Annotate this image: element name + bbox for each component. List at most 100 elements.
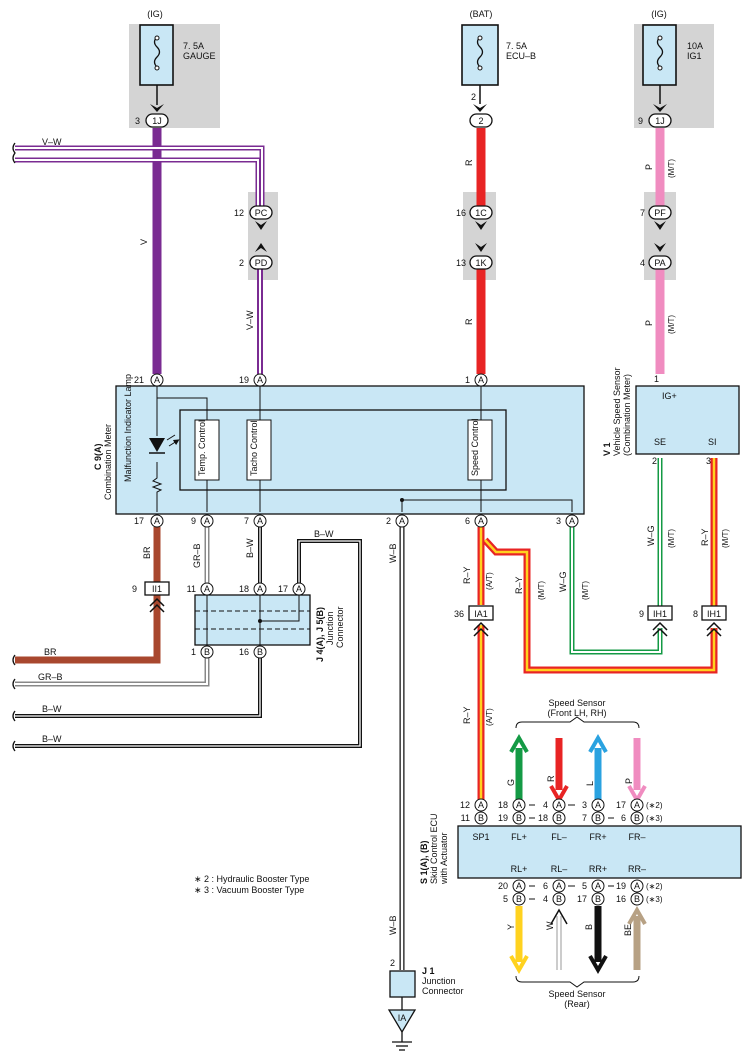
wire-label-ry-lower-at: (A/T): [485, 708, 494, 726]
wire-label-left-grb: GR–B: [38, 672, 63, 682]
fuse-ig1-source: (IG): [651, 9, 667, 19]
j1-body: [389, 970, 416, 998]
pin-letter: B: [556, 813, 562, 823]
ecu-terminal: RL–: [551, 864, 568, 874]
pin-number: 9: [638, 116, 643, 126]
pin-letter: A: [399, 516, 405, 526]
front-sensor-title: Speed Sensor: [548, 698, 605, 708]
wire-label-r-mid: R: [464, 318, 474, 325]
connector-label: 1K: [475, 258, 486, 268]
connector-ih1-b: 8 IH1: [693, 605, 727, 637]
pin-letter: A: [478, 800, 484, 810]
fuse-gauge-source: (IG): [147, 9, 163, 19]
ecu-terminal: FR+: [589, 832, 606, 842]
fuse-icon: [153, 36, 161, 68]
rear-speed-sensors: Y W B BE Speed Sensor (Rear): [506, 905, 647, 1009]
pin-number: 3: [135, 116, 140, 126]
wire-label-wb-lower: W–B: [388, 915, 398, 935]
fuse-ig1-body: [642, 24, 677, 86]
wire-br-left: [15, 595, 161, 664]
pin-letter: A: [634, 800, 640, 810]
ecu-terminal: RR–: [628, 864, 646, 874]
connector-label: PC: [255, 208, 268, 218]
connector-label: 1C: [475, 208, 487, 218]
speed-control: Speed Control: [470, 418, 480, 476]
pin-number: 11: [461, 813, 470, 823]
pin-number: 2: [386, 516, 391, 526]
ecu-terminal: RR+: [589, 864, 607, 874]
pin-letter: A: [478, 516, 484, 526]
pin-letter: A: [516, 881, 522, 891]
wire-label: BE: [623, 924, 633, 936]
wire-break-marks: [12, 142, 16, 752]
pin-number: 16: [239, 647, 249, 657]
pin-letter: A: [154, 375, 160, 385]
connector-label: 1J: [655, 116, 665, 126]
mil-label: Malfunction Indicator Lamp: [123, 374, 133, 482]
connector-pf: 7 PF: [640, 205, 672, 252]
fuse-icon: [656, 36, 664, 68]
vss-pin-si: 3: [706, 456, 711, 466]
vss-ig: IG+: [662, 391, 677, 401]
pin-number: 18: [538, 813, 548, 823]
ecu-terminal: FR–: [628, 832, 645, 842]
vss-se: SE: [654, 437, 666, 447]
wire-label-v: V: [139, 239, 149, 245]
pin-letter: A: [595, 800, 601, 810]
pin-number: 4: [543, 800, 548, 810]
pin-letter: A: [569, 516, 575, 526]
pin-letter: A: [204, 516, 210, 526]
connector-label: PA: [654, 258, 665, 268]
connector-pd: 2 PD: [239, 255, 273, 270]
pin-number: 9: [132, 584, 137, 594]
pin-number: 17: [134, 516, 144, 526]
note-vacuum: ∗ 3 : Vacuum Booster Type: [194, 885, 304, 895]
pin-letter: A: [556, 800, 562, 810]
ecu-name1: Skid Control ECU: [429, 813, 439, 884]
vss-name: Vehicle Speed Sensor: [612, 367, 622, 456]
vehicle-speed-sensor: V 1 Vehicle Speed Sensor (Combination Me…: [602, 367, 740, 466]
wire-label-p-top-mt: (M/T): [667, 159, 676, 178]
j1-name2: Connector: [422, 986, 464, 996]
j1-name1: Junction: [422, 976, 456, 986]
junction-connector-name2: Connector: [335, 606, 345, 648]
pin-letter: A: [478, 375, 484, 385]
wire-label: R: [546, 775, 556, 782]
ecu-terminal: FL–: [551, 832, 567, 842]
connector-ii1: 9 II1: [132, 581, 170, 613]
connector-label: 2: [478, 116, 483, 126]
fuse-gauge-rating: 7. 5A: [183, 41, 204, 51]
pin-number: 2: [390, 958, 395, 968]
pin-number: 18: [239, 584, 249, 594]
ecu-terminal: SP1: [472, 832, 489, 842]
wire-vw-top: [15, 145, 265, 208]
wire-label-mt: (M/T): [537, 581, 546, 600]
pin-number: 7: [244, 516, 249, 526]
fuse-gauge: (IG) 7. 5A GAUGE: [129, 9, 220, 128]
pin-number: 21: [134, 375, 144, 385]
wire-label-r-top: R: [464, 159, 474, 166]
pin-letter: A: [257, 584, 263, 594]
connector-label: PF: [654, 208, 666, 218]
pin-number: 6: [621, 813, 626, 823]
fuse-gauge-name: GAUGE: [183, 51, 216, 61]
connector-label: II1: [152, 584, 162, 594]
pin-number: 17: [577, 894, 587, 904]
pin-letter: B: [257, 647, 263, 657]
pin-letter: A: [634, 881, 640, 891]
wire-label-br: BR: [142, 546, 152, 559]
pin-number: 9: [639, 609, 644, 619]
pin-letter: A: [296, 584, 302, 594]
connector-label: IH1: [707, 609, 721, 619]
wire-label-bw-top: B–W: [314, 529, 334, 539]
front-speed-sensors: Speed Sensor (Front LH, RH) G R L P: [506, 698, 647, 805]
pin-letter: A: [204, 584, 210, 594]
vss-sub: (Combination Meter): [622, 374, 632, 456]
pin-number: 17: [616, 800, 626, 810]
tacho-control: Tacho Control: [249, 420, 259, 476]
connector-pa: 4 PA: [640, 255, 672, 270]
ground-label: IA: [398, 1013, 407, 1023]
wire-label-wg-sensor-mt: (M/T): [667, 529, 676, 548]
skid-control-ecu: S 1(A), (B) Skid Control ECU with Actuat…: [419, 813, 742, 885]
temp-control: Temp. Control: [197, 420, 207, 476]
